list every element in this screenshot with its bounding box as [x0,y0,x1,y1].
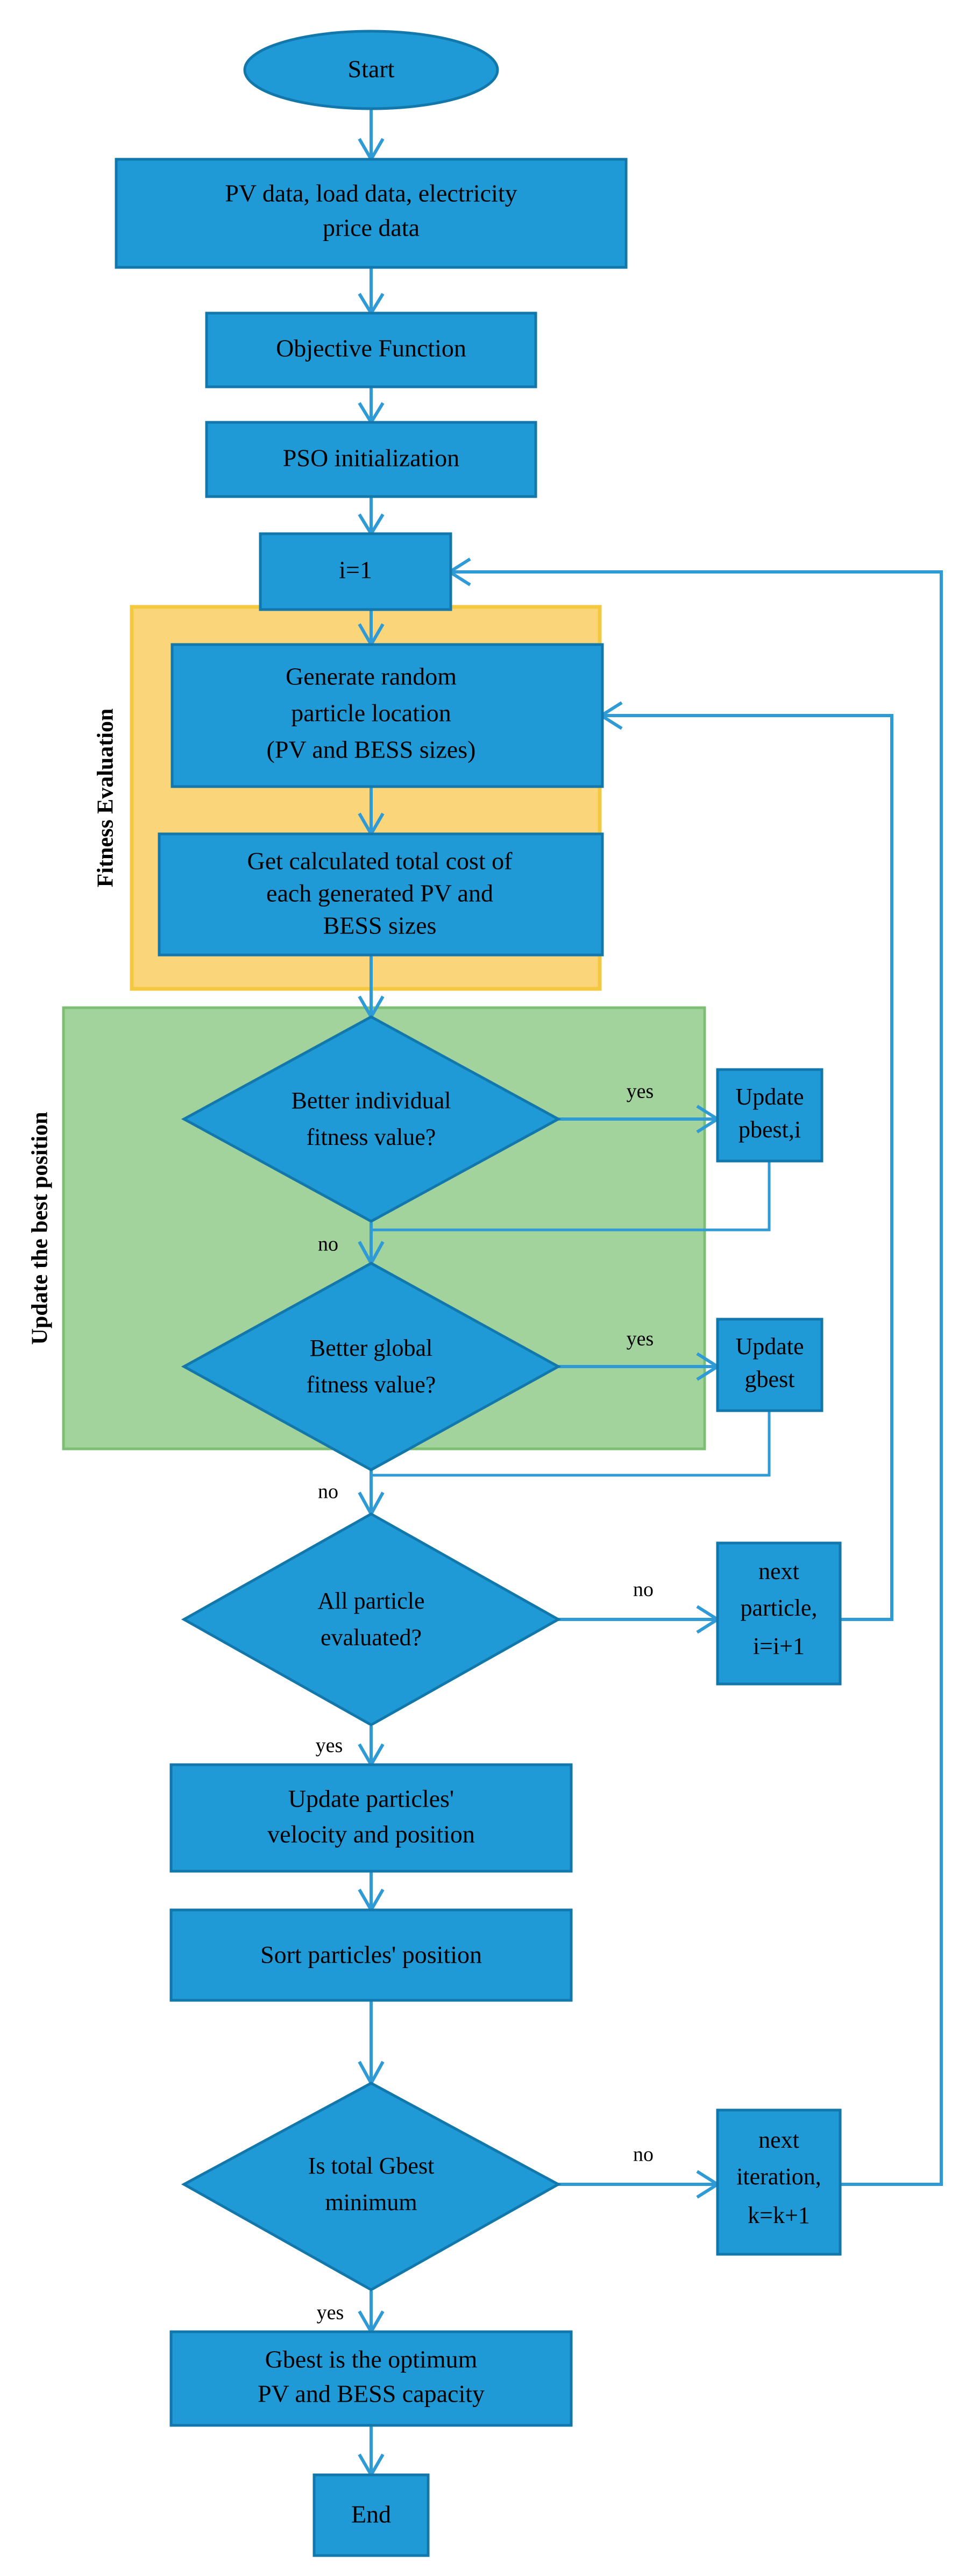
node-pso-initialization[interactable]: PSO initialization [205,421,537,498]
node-sort-position[interactable]: Sort particles' position [169,1908,573,2002]
connector-next-particle-loop [602,714,893,1621]
node-update-gbest[interactable]: Update gbest [716,1318,823,1412]
connector-gbest-return [371,1411,771,1477]
edge-label-no-all-particle: no [633,1579,654,1601]
node-gbest-optimum-line-2: PV and BESS capacity [258,2380,485,2408]
connector-pbest-return [371,1162,771,1232]
node-all-particle-line-2: evaluated? [321,1624,422,1651]
node-generate-particle[interactable]: Generate random particle location (PV an… [171,643,604,788]
edge-label-no-individual: no [318,1233,338,1256]
node-get-total-cost[interactable]: Get calculated total cost of each genera… [158,832,604,957]
node-i-equals-1-label: i=1 [339,556,372,584]
node-sort-position-label: Sort particles' position [260,1941,482,1969]
node-generate-particle-line-1: Generate random [286,663,457,690]
node-better-global-line-1: Better global [310,1335,433,1361]
node-generate-particle-line-3: (PV and BESS sizes) [267,736,476,763]
node-all-particle-line-1: All particle [317,1588,424,1614]
node-update-gbest-line-1: Update [735,1333,804,1360]
node-better-global-line-2: fitness value? [307,1371,436,1398]
node-start[interactable]: Start [243,30,499,110]
node-get-total-cost-line-3: BESS sizes [323,912,437,939]
node-better-individual-line-2: fitness value? [307,1124,436,1150]
node-next-particle-line-2: particle, [741,1595,818,1621]
node-better-global[interactable]: Better global fitness value? [181,1262,562,1471]
node-input-data-line-1: PV data, load data, electricity [225,180,517,207]
edge-label-yes-individual: yes [627,1080,654,1103]
node-get-total-cost-line-2: each generated PV and [266,880,493,907]
edge-label-yes-gbest: yes [317,2302,344,2324]
node-update-pbest[interactable]: Update pbest,i [716,1068,823,1163]
group-label-update-best-position: Update the best position [28,1112,53,1345]
node-next-iteration-line-3: k=k+1 [748,2202,810,2228]
node-update-velocity-line-2: velocity and position [267,1821,475,1848]
node-is-gbest-minimum-line-2: minimum [325,2189,417,2216]
connector-next-iteration-loop [451,570,943,2186]
node-is-gbest-minimum-line-1: Is total Gbest [308,2153,435,2179]
node-i-equals-1[interactable]: i=1 [259,532,452,611]
edge-label-yes-all-particle: yes [316,1735,343,1757]
node-next-particle-line-3: i=i+1 [753,1633,805,1659]
node-better-individual-line-1: Better individual [292,1087,451,1114]
node-is-gbest-minimum[interactable]: Is total Gbest minimum [181,2082,562,2291]
node-next-iteration-line-2: iteration, [736,2163,821,2190]
node-next-iteration[interactable]: next iteration, k=k+1 [716,2108,842,2256]
node-update-pbest-line-1: Update [735,1084,804,1110]
node-update-pbest-line-2: pbest,i [738,1116,801,1143]
edge-label-no-gbest: no [633,2143,654,2166]
node-gbest-optimum[interactable]: Gbest is the optimum PV and BESS capacit… [169,2330,573,2427]
node-generate-particle-line-2: particle location [291,699,451,727]
node-end-label: End [351,2501,391,2528]
node-all-particle[interactable]: All particle evaluated? [181,1512,562,1726]
node-next-particle-line-1: next [758,1558,799,1584]
edge-label-no-global: no [318,1481,338,1503]
group-label-fitness-evaluation: Fitness Evaluation [94,709,118,888]
node-next-particle[interactable]: next particle, i=i+1 [716,1541,842,1686]
node-input-data[interactable]: PV data, load data, electricity price da… [115,158,628,269]
node-end[interactable]: End [313,2473,430,2557]
node-objective-function-label: Objective Function [276,335,466,362]
node-next-iteration-line-1: next [758,2127,799,2153]
node-objective-function[interactable]: Objective Function [205,312,537,388]
node-update-gbest-line-2: gbest [745,1366,795,1392]
node-update-velocity[interactable]: Update particles' velocity and position [169,1763,573,1873]
node-better-individual[interactable]: Better individual fitness value? [181,1015,562,1223]
node-gbest-optimum-line-1: Gbest is the optimum [265,2346,478,2373]
node-get-total-cost-line-1: Get calculated total cost of [247,847,513,875]
node-input-data-line-2: price data [323,214,420,242]
edge-label-yes-global: yes [627,1328,654,1350]
node-update-velocity-line-1: Update particles' [288,1785,454,1813]
node-pso-initialization-label: PSO initialization [283,444,459,472]
node-start-label: Start [348,55,395,83]
